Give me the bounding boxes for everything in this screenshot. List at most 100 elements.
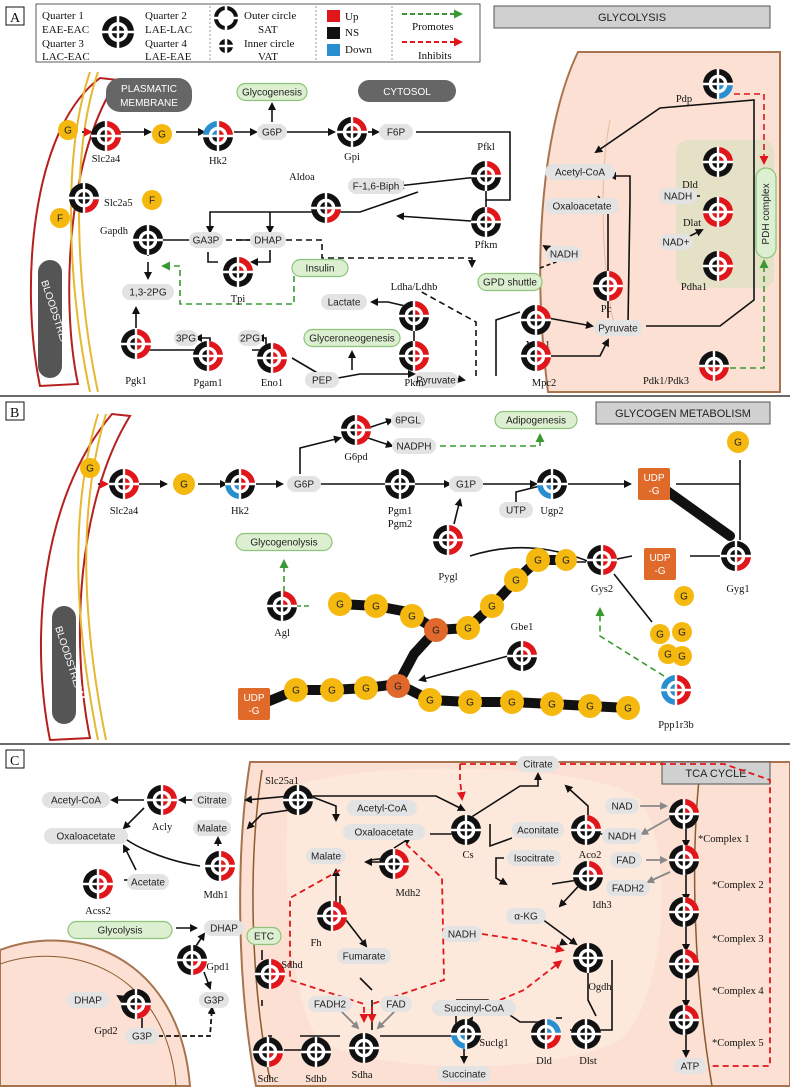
gene-label: Mpc2 [532, 378, 557, 389]
glucose-unit: G [504, 568, 528, 592]
metabolite-pill: GA3P [189, 232, 223, 248]
gene-node-hk2 [225, 469, 255, 499]
metabolite-pill: NADH [442, 926, 482, 942]
gene-label: *Complex 1 [698, 834, 750, 845]
adipogenesis-pill: Adipogenesis [494, 410, 578, 430]
gene-node-slc2a4 [109, 469, 139, 499]
glyceroneogenesis-pill: Glyceroneogenesis [303, 328, 401, 348]
metabolite-pill: Acetyl-CoA [545, 164, 615, 180]
panel-c-title: TCA CYCLE [685, 768, 746, 780]
gene-label: Pkm [404, 378, 423, 389]
metabolite-pill: Oxaloacetate [44, 828, 128, 844]
metabolite-pill: DHAP [250, 232, 286, 248]
gene-label: Tpi [231, 294, 246, 305]
svg-text:NAD+: NAD+ [663, 238, 690, 249]
metabolite-pill: F6P [379, 124, 413, 140]
svg-text:Aconitate: Aconitate [517, 826, 559, 837]
svg-text:Quarter 3: Quarter 3 [42, 38, 84, 50]
gene-node-eno1 [257, 343, 287, 373]
metabolite-pill: Acetate [127, 874, 169, 890]
pdh-complex-pill: PDH complex [755, 167, 777, 259]
gene-label: Hk2 [231, 506, 249, 517]
gene-label: *Complex 5 [712, 1038, 764, 1049]
svg-text:-G: -G [654, 566, 665, 577]
glucose-unit: G [650, 624, 670, 644]
svg-text:G: G [180, 480, 188, 491]
metabolite-pill: Malate [306, 848, 346, 864]
gene-label: Gpd2 [94, 1026, 117, 1037]
glucose-unit: G [555, 549, 577, 571]
panel-a-title: GLYCOLYSIS [598, 12, 666, 24]
udp-glucose: UDP-G [644, 548, 676, 580]
insulin-pill: Insulin [291, 258, 349, 278]
metabolite-pill: FAD [380, 996, 412, 1012]
svg-text:GPD shuttle: GPD shuttle [483, 278, 537, 289]
gene-label: Pfkl [477, 142, 495, 153]
svg-text:α-KG: α-KG [514, 912, 538, 923]
metabolite-pill: NADH [659, 188, 697, 204]
svg-text:NADPH: NADPH [396, 442, 431, 453]
svg-text:UDP: UDP [643, 473, 664, 484]
gene-label: Gys2 [591, 584, 613, 595]
svg-text:F6P: F6P [387, 128, 406, 139]
gene-label: Pc [601, 304, 612, 315]
gene-label: Pgam1 [193, 378, 222, 389]
svg-text:DHAP: DHAP [210, 924, 238, 935]
legend: Quarter 1 EAE-EAC Quarter 3 LAC-EAC Quar… [35, 3, 481, 63]
gene-label: Gpd1 [206, 962, 229, 973]
gene-label: Dld [536, 1056, 553, 1067]
glucose-unit: G [540, 692, 564, 716]
gene-node-g6pd [341, 415, 371, 445]
panel-b: BLOODSTREAM B GLYCOGEN METABOLISM [5, 401, 771, 742]
gene-node-hk2 [203, 121, 233, 151]
gene-node-slc25a1 [283, 785, 313, 815]
gene-node-mdh2 [379, 849, 409, 879]
gene-node-gapdh [133, 225, 163, 255]
svg-text:G: G [464, 624, 472, 635]
svg-text:GA3P: GA3P [193, 236, 220, 247]
legend-up-swatch [327, 10, 340, 22]
gene-label: Gbe1 [511, 622, 534, 633]
svg-text:Acetyl-CoA: Acetyl-CoA [51, 796, 101, 807]
gene-label: Agl [274, 628, 290, 639]
metabolite-pill: Succinate [437, 1066, 491, 1082]
svg-text:3PG: 3PG [176, 334, 196, 345]
gene-node-c2 [669, 845, 699, 875]
gene-node-pc [593, 271, 623, 301]
gene-node-dld [531, 1019, 561, 1049]
svg-text:Malate: Malate [197, 824, 227, 835]
gene-label: Mdh1 [203, 890, 228, 901]
gene-label: Gyg1 [726, 584, 749, 595]
gene-node-sdhc [253, 1037, 283, 1067]
svg-text:G: G [292, 686, 300, 697]
gene-label: Slc2a4 [110, 506, 139, 517]
svg-text:Adipogenesis: Adipogenesis [506, 416, 566, 427]
panel-b-letter: B [10, 406, 19, 421]
svg-text:PEP: PEP [312, 376, 332, 387]
gene-label: Dlst [579, 1056, 597, 1067]
gene-label: Gapdh [100, 226, 129, 237]
gene-node-mdh1 [205, 851, 235, 881]
gene-node-gbe1 [507, 641, 537, 671]
metabolite-pill: Pyruvate [594, 320, 642, 336]
svg-text:G1P: G1P [456, 480, 476, 491]
metabolite-pill: Fumarate [337, 948, 391, 964]
svg-text:FADH2: FADH2 [314, 1000, 347, 1011]
svg-text:Lactate: Lactate [328, 298, 361, 309]
gene-label: Pgm1 [388, 506, 413, 517]
gene-node-sdhb [301, 1037, 331, 1067]
svg-text:G: G [64, 126, 72, 137]
metabolite-pill: Acetyl-CoA [347, 800, 417, 816]
svg-text:Malate: Malate [311, 852, 341, 863]
panel-a-letter: A [10, 11, 21, 26]
svg-text:G: G [372, 602, 380, 613]
svg-text:FAD: FAD [386, 1000, 405, 1011]
gene-node-c5 [669, 1005, 699, 1035]
svg-text:G: G [328, 686, 336, 697]
legend-ns-swatch [327, 27, 340, 39]
gene-label: Pygl [438, 572, 457, 583]
svg-text:Glycogenesis: Glycogenesis [242, 88, 302, 99]
gene-label: Ugp2 [540, 506, 563, 517]
svg-text:G: G [680, 592, 688, 603]
gene-label: Sdha [352, 1070, 373, 1081]
